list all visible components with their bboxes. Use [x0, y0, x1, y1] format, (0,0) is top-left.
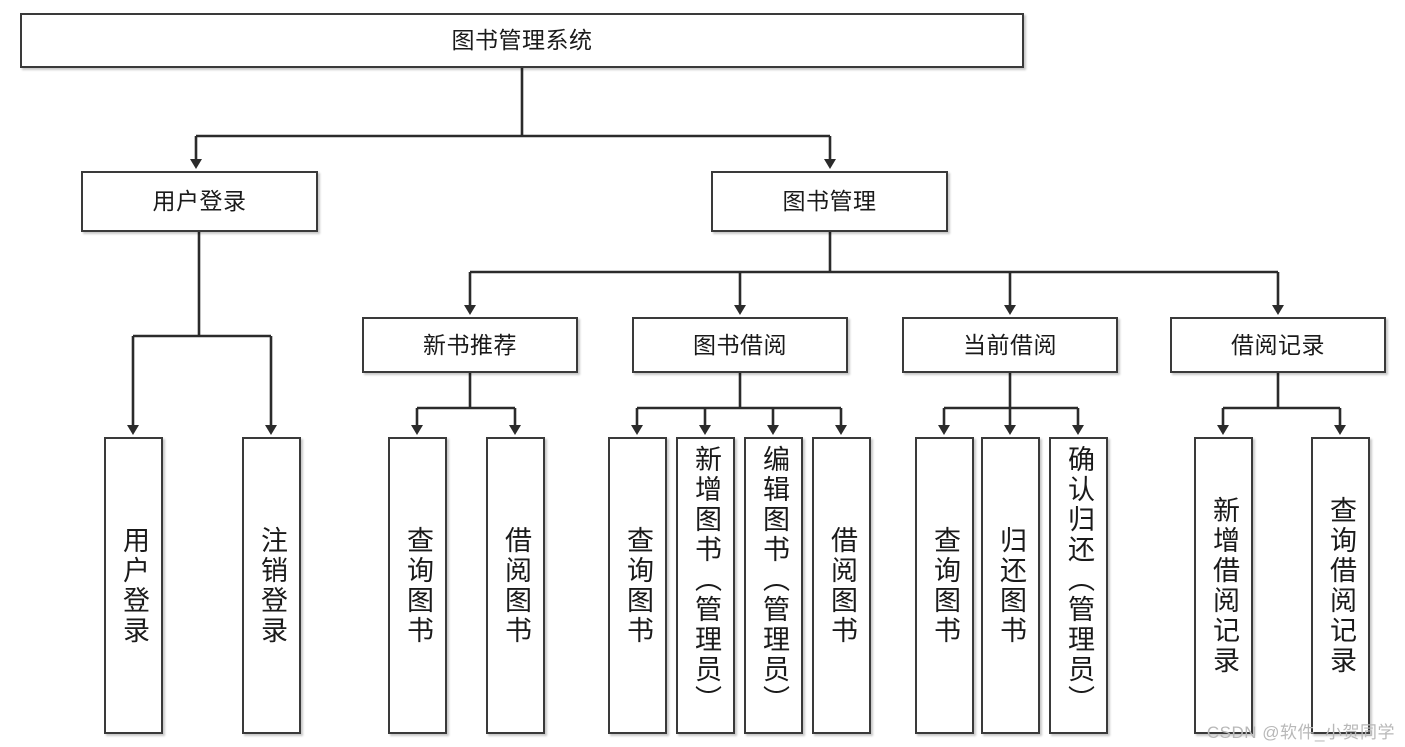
- node-borrow-record[interactable]: 借阅记录: [1170, 317, 1386, 373]
- node-leaf-edit-book-label: 编辑图书（管理员）: [759, 445, 789, 715]
- node-book-manage-label: 图书管理: [782, 188, 877, 214]
- node-user-login-label: 用户登录: [152, 188, 247, 214]
- node-leaf-user-logout[interactable]: 注销登录: [242, 437, 301, 734]
- node-root-label: 图书管理系统: [451, 27, 593, 53]
- node-leaf-borrow-book-1-label: 借阅图书: [501, 525, 531, 646]
- node-root[interactable]: 图书管理系统: [20, 13, 1024, 68]
- node-leaf-return-book-label: 归还图书: [996, 525, 1026, 646]
- node-leaf-user-login[interactable]: 用户登录: [104, 437, 163, 734]
- node-leaf-edit-book[interactable]: 编辑图书（管理员）: [744, 437, 803, 734]
- node-leaf-confirm-return-label: 确认归还（管理员）: [1064, 445, 1094, 715]
- node-current-borrow[interactable]: 当前借阅: [902, 317, 1118, 373]
- node-current-borrow-label: 当前借阅: [963, 331, 1057, 358]
- node-book-borrow-label: 图书借阅: [693, 331, 787, 358]
- node-leaf-add-record[interactable]: 新增借阅记录: [1194, 437, 1253, 734]
- node-leaf-borrow-book-1[interactable]: 借阅图书: [486, 437, 545, 734]
- node-user-login[interactable]: 用户登录: [81, 171, 318, 232]
- node-leaf-query-book-3[interactable]: 查询图书: [915, 437, 974, 734]
- node-leaf-borrow-book-2[interactable]: 借阅图书: [812, 437, 871, 734]
- node-new-book-recommend[interactable]: 新书推荐: [362, 317, 578, 373]
- node-leaf-query-book-1-label: 查询图书: [403, 525, 433, 646]
- node-new-book-recommend-label: 新书推荐: [423, 331, 517, 358]
- node-leaf-user-login-label: 用户登录: [119, 525, 149, 646]
- node-borrow-record-label: 借阅记录: [1231, 331, 1325, 358]
- node-leaf-add-book[interactable]: 新增图书（管理员）: [676, 437, 735, 734]
- node-leaf-query-record[interactable]: 查询借阅记录: [1311, 437, 1370, 734]
- node-book-borrow[interactable]: 图书借阅: [632, 317, 848, 373]
- node-book-manage[interactable]: 图书管理: [711, 171, 948, 232]
- node-leaf-return-book[interactable]: 归还图书: [981, 437, 1040, 734]
- node-leaf-add-book-label: 新增图书（管理员）: [691, 445, 721, 715]
- node-leaf-query-record-label: 查询借阅记录: [1326, 495, 1356, 676]
- node-leaf-add-record-label: 新增借阅记录: [1209, 495, 1239, 676]
- node-leaf-query-book-1[interactable]: 查询图书: [388, 437, 447, 734]
- node-leaf-query-book-3-label: 查询图书: [930, 525, 960, 646]
- node-leaf-borrow-book-2-label: 借阅图书: [827, 525, 857, 646]
- node-leaf-user-logout-label: 注销登录: [257, 525, 287, 646]
- node-leaf-query-book-2-label: 查询图书: [623, 525, 653, 646]
- node-leaf-query-book-2[interactable]: 查询图书: [608, 437, 667, 734]
- watermark-text: CSDN @软件_小贺同学: [1206, 723, 1395, 742]
- node-leaf-confirm-return[interactable]: 确认归还（管理员）: [1049, 437, 1108, 734]
